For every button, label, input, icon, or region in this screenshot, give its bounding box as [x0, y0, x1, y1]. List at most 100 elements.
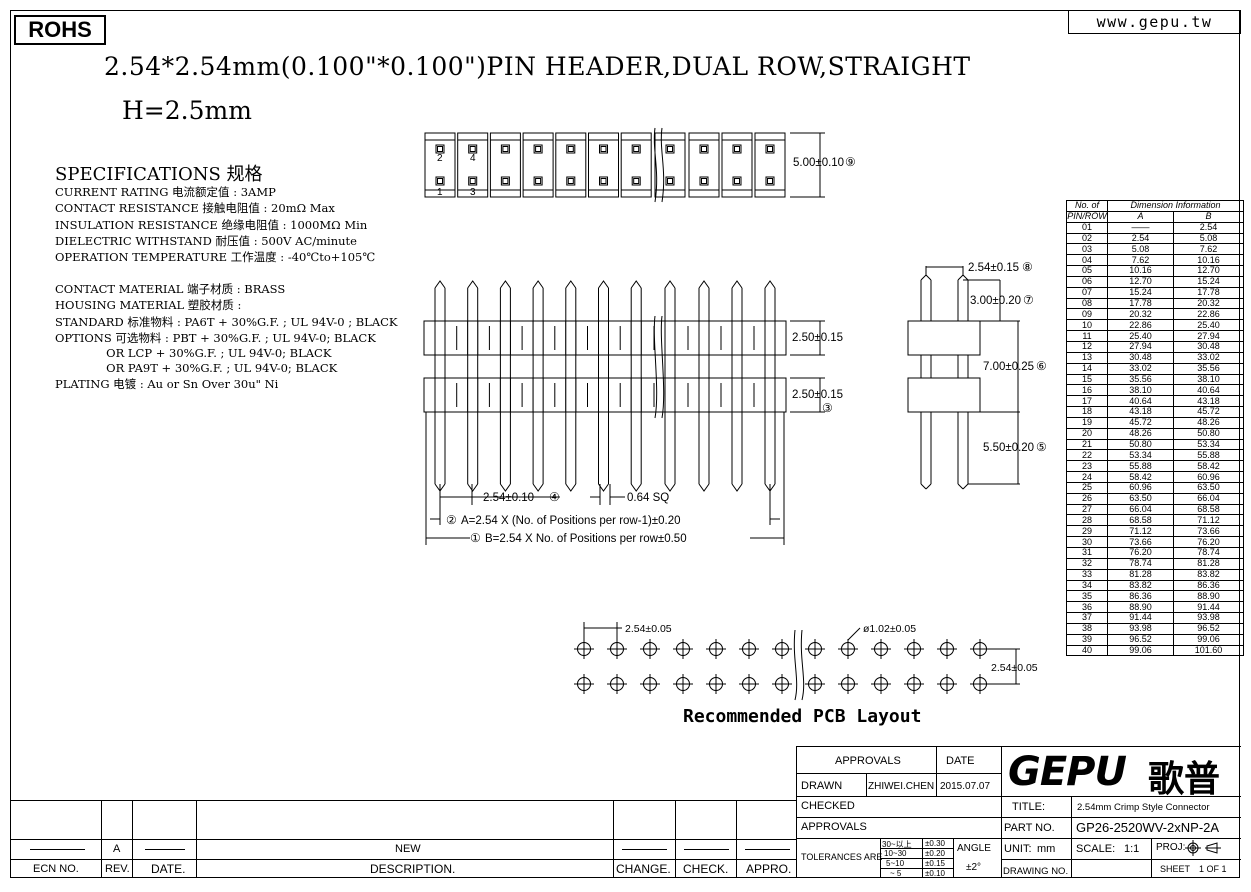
dim-b-cell: 48.26: [1173, 416, 1244, 429]
dim-b-formula: B=2.54 X No. of Positions per row±0.50: [485, 533, 687, 545]
pin-square: [435, 144, 445, 154]
pin-count-cell: 01: [1066, 221, 1108, 234]
housing-cell: [588, 132, 619, 198]
pin-square: [599, 144, 608, 154]
spec-line: CONTACT MATERIAL 端子材质 : BRASS: [55, 282, 286, 296]
title-value: 2.54mm Crimp Style Connector: [1077, 802, 1210, 813]
pcb-layout-label: Recommended PCB Layout: [683, 706, 922, 727]
pin-count-cell: 03: [1066, 243, 1108, 256]
sheet-value: 1 OF 1: [1199, 864, 1227, 874]
pin-count-cell: 18: [1066, 406, 1108, 418]
pin-count-cell: 10: [1066, 319, 1108, 332]
dim-pin-sq: 0.64 SQ: [627, 492, 669, 504]
pin-count-cell: 28: [1066, 514, 1108, 527]
tol-value: ±0.30: [925, 839, 945, 848]
pin-count-cell: 21: [1066, 438, 1108, 451]
date-col-header: DATE.: [151, 862, 186, 876]
pin-count-cell: 26: [1066, 492, 1108, 505]
pin-count-cell: 05: [1066, 265, 1108, 277]
approvals-label: APPROVALS: [801, 821, 867, 833]
dim-b-cell: 101.60: [1173, 644, 1244, 657]
pin-count-cell: 16: [1066, 384, 1108, 397]
change-header: CHANGE.: [616, 862, 671, 876]
part-label: PART NO.: [1004, 822, 1055, 834]
dim-a-cell: 45.72: [1107, 416, 1174, 429]
col-a-header: A: [1107, 210, 1174, 223]
pin-count-cell: 37: [1066, 612, 1108, 624]
spec-line: PLATING 电镀 : Au or Sn Over 30u" Ni: [55, 377, 279, 391]
dim-ref-9: ⑨: [845, 155, 856, 169]
rev-header: REV.: [105, 863, 130, 875]
top-view: [424, 127, 786, 203]
checked-label: CHECKED: [801, 800, 855, 812]
dim-a-cell: 91.44: [1107, 612, 1174, 624]
dim-a-cell: 50.80: [1107, 438, 1174, 451]
dim-b-cell: 96.52: [1173, 622, 1244, 635]
title-label: TITLE:: [1012, 801, 1046, 813]
pin-count-cell: 12: [1066, 340, 1108, 353]
unit-label: UNIT:: [1004, 843, 1032, 855]
dim-b-cell: 22.86: [1173, 308, 1244, 321]
dim-a-cell: 58.42: [1107, 471, 1174, 483]
dim-a-cell: 66.04: [1107, 503, 1174, 516]
dim-b-cell: 12.70: [1173, 265, 1244, 277]
dim-a-formula: A=2.54 X (No. of Positions per row-1)±0.…: [461, 515, 681, 527]
pin-number: 3: [470, 187, 476, 198]
dim-ref-5: ⑤: [1036, 440, 1047, 454]
pin-count-cell: 15: [1066, 373, 1108, 386]
pin-square: [665, 176, 675, 186]
dim-a-cell: 20.32: [1107, 308, 1174, 321]
angle-value: ±2°: [966, 862, 982, 873]
dim-b-cell: 10.16: [1173, 254, 1244, 267]
dim-a-cell: 15.24: [1107, 286, 1174, 299]
dim-b-cell: 86.36: [1173, 579, 1244, 592]
pin-tip: [434, 280, 446, 289]
spec-line: INSULATION RESISTANCE 绝缘电阻值 : 1000MΩ Min: [55, 218, 368, 232]
dim-b-cell: 45.72: [1173, 406, 1244, 418]
dim-a-cell: 7.62: [1107, 254, 1174, 267]
dim-a-cell: 88.90: [1107, 601, 1174, 614]
dim-lower-pin: 5.50±0.20: [983, 442, 1034, 454]
dim-a-cell: 12.70: [1107, 275, 1174, 288]
housing-cell: [457, 132, 489, 198]
pin-count-cell: 38: [1066, 622, 1108, 635]
brand-logo-cn: 歌普: [1148, 759, 1221, 800]
dim-pitch-side: 2.54±0.15: [968, 262, 1019, 274]
dim-b-cell: 35.56: [1173, 362, 1244, 375]
housing-cell: [620, 132, 652, 198]
dim-b-cell: 58.42: [1173, 460, 1244, 473]
spec-line: HOUSING MATERIAL 塑胶材质 :: [55, 298, 242, 312]
dim-b-cell: 88.90: [1173, 590, 1244, 603]
check-header: CHECK.: [683, 862, 729, 876]
dim-b-cell: 99.06: [1173, 633, 1244, 646]
pin-count-cell: 06: [1066, 275, 1108, 288]
pcb-hole: ø1.02±0.05: [863, 623, 916, 635]
dim-total-body: 7.00±0.25: [983, 361, 1034, 373]
pin-tip: [698, 280, 710, 289]
pin-square: [435, 176, 445, 186]
housing-cell: [424, 132, 456, 198]
pin-tip: [731, 280, 743, 289]
dim-a-cell: 78.74: [1107, 557, 1174, 570]
scale-value: 1:1: [1124, 843, 1140, 855]
dim-b-cell: 73.66: [1173, 525, 1244, 538]
pin-square: [732, 176, 742, 186]
angle-label: ANGLE: [957, 843, 991, 854]
dim-b-cell: 43.18: [1173, 395, 1244, 408]
dim-a-cell: 33.02: [1107, 362, 1174, 375]
rev-value: A: [113, 843, 121, 855]
dim-b-cell: 81.28: [1173, 557, 1244, 570]
spec-line: OR LCP + 30%G.F. ; UL 94V-0; BLACK: [55, 346, 332, 360]
